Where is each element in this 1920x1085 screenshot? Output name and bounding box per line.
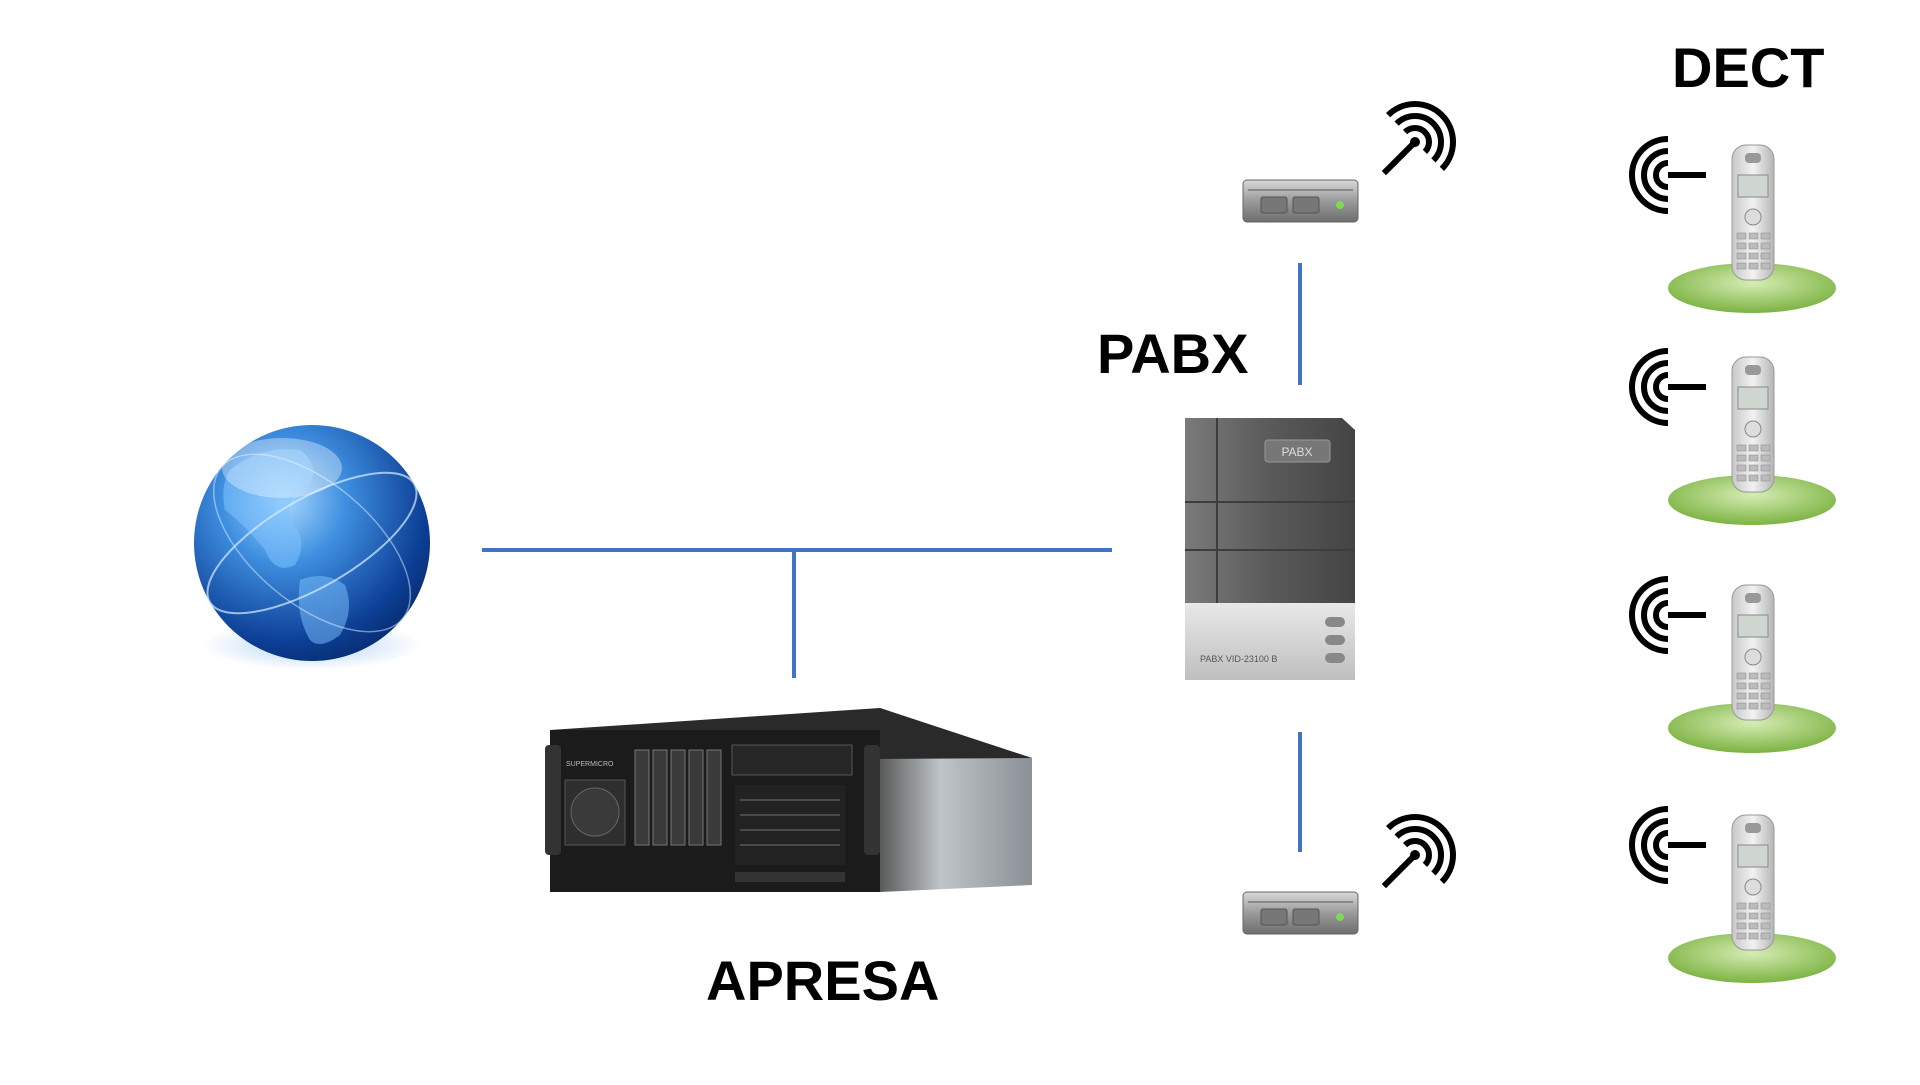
wireless-signal-icon [1629, 348, 1706, 426]
wireless-signal-icon [1381, 101, 1456, 176]
dect-handset-icon [1731, 814, 1775, 951]
connections [482, 263, 1302, 852]
handset-pad [1668, 263, 1836, 313]
rack-server-icon: SUPERMICRO [545, 708, 1032, 892]
wireless-signal-icon [1629, 576, 1706, 654]
handset-pad [1668, 933, 1836, 983]
dect-base-station-icon [1242, 891, 1359, 935]
pabx-badge-text: PABX [1281, 445, 1312, 459]
server-brand-text: SUPERMICRO [566, 761, 614, 768]
dect-handset-group [1629, 348, 1836, 525]
wireless-signal-icon [1381, 814, 1456, 889]
apresa-label: APRESA [706, 949, 940, 1012]
dect-handset-group [1629, 136, 1836, 313]
pabx-label: PABX [1097, 322, 1249, 385]
wireless-signal-icon [1629, 136, 1706, 214]
tower-server-icon: PABX PABX VID-23100 B [1185, 418, 1355, 680]
pabx-model-text: PABX VID-23100 B [1200, 654, 1277, 664]
dect-handset-group [1629, 576, 1836, 753]
dect-handset-group [1629, 806, 1836, 983]
dect-handset-icon [1731, 584, 1775, 721]
dect-handset-icon [1731, 356, 1775, 493]
handset-pad [1668, 475, 1836, 525]
dect-label: DECT [1672, 36, 1825, 99]
handset-pad [1668, 703, 1836, 753]
dect-handset-icon [1731, 144, 1775, 281]
wireless-signal-icon [1629, 806, 1706, 884]
dect-base-station-icon [1242, 179, 1359, 223]
globe-icon [194, 425, 430, 670]
